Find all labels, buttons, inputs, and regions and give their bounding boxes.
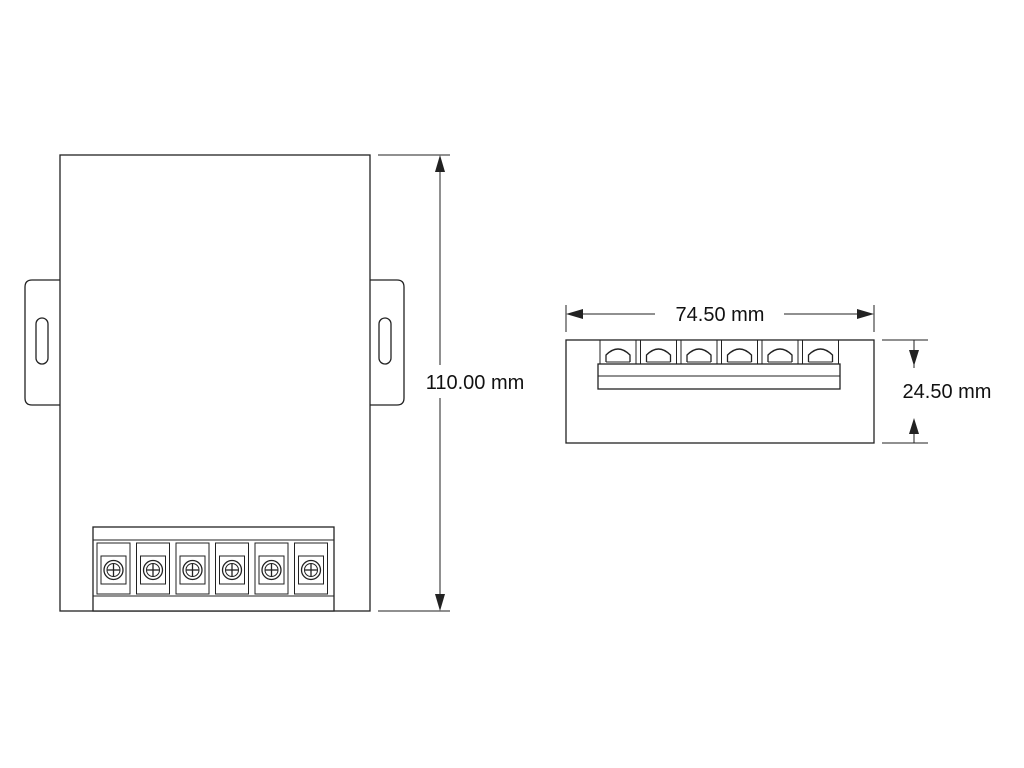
width-label: 74.50 mm [676,304,765,326]
front-terminal [175,542,210,595]
screw-profile-icon [686,348,712,362]
depth-label: 24.50 mm [903,381,992,403]
front-terminal [294,542,328,595]
depth-arrow-bottom [909,418,919,434]
width-arrow-left [566,309,583,319]
terminal-block-housing [92,526,335,612]
side-terminal [802,339,839,365]
front-view [24,154,405,612]
screw-head-icon [300,559,322,581]
side-terminal [640,339,677,365]
height-dimension: 110.00 mm [378,154,525,612]
front-terminal [215,542,249,595]
height-arrow-bottom [435,594,445,611]
screw-head-icon [221,559,243,581]
depth-arrow-top [909,350,919,366]
right-ear-slot [378,317,392,365]
width-arrow-right [857,309,874,319]
screw-profile-icon [605,348,631,362]
height-arrow-top [435,155,445,172]
screw-profile-icon [645,348,672,362]
screw-head-icon [142,559,164,581]
side-terminal [721,339,758,365]
side-view [565,339,875,444]
front-terminals [96,542,328,595]
depth-dimension: 24.50 mm [882,339,992,444]
side-terminals [599,339,839,365]
height-label: 110.00 mm [426,372,525,394]
side-terminal [761,339,799,365]
width-dimension: 74.50 mm [565,304,875,332]
screw-head-icon [103,559,124,581]
left-mounting-ear [24,279,60,406]
screw-head-icon [261,559,282,581]
screw-profile-icon [726,348,753,362]
side-enclosure-body [565,339,875,444]
screw-head-icon [182,559,203,581]
screw-profile-icon [807,348,834,362]
screw-profile-icon [767,348,793,362]
left-ear-slot [35,317,49,365]
side-terminal [680,339,718,365]
front-terminal [254,542,289,595]
front-terminal [136,542,170,595]
front-terminal [96,542,131,595]
terminal-block [92,526,335,612]
side-terminal [599,339,637,365]
side-terminal-strip [597,339,841,390]
right-mounting-ear [370,279,405,406]
